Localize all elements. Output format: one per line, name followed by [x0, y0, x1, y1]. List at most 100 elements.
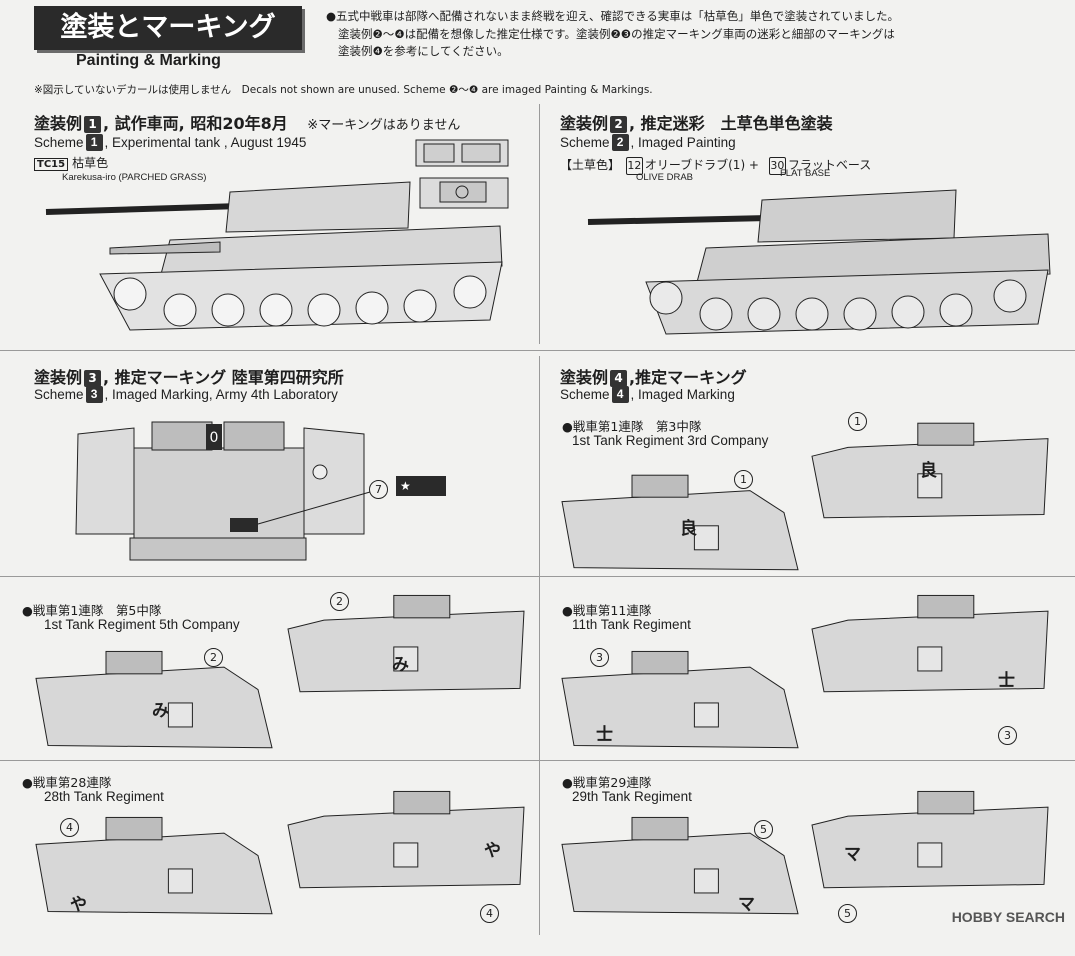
scheme1-number: 1	[84, 116, 102, 133]
scheme1-top-view-illustration	[415, 139, 509, 209]
scheme1-paint-english: Karekusa-iro (PARCHED GRASS)	[62, 172, 207, 183]
turret-body	[35, 832, 273, 915]
paint-number: 30	[768, 157, 786, 175]
commander-cupola	[631, 650, 689, 675]
decal-callout: 3	[998, 726, 1017, 745]
pistol-port	[393, 646, 419, 672]
divider	[0, 350, 1075, 351]
note-line: ●五式中戦車は部隊へ配備されないまま終戦を迎え、確認できる実車は「枯草色」単色で…	[326, 9, 899, 23]
divider	[0, 576, 1075, 577]
watermark: HOBBY SEARCH	[951, 909, 1065, 925]
commander-cupola	[917, 790, 975, 815]
commander-cupola	[631, 474, 689, 498]
note-line: 塗装例❷～❹は配備を想像した推定仕様です。塗装例❷❸の推定マーキング車両の迷彩と…	[338, 26, 895, 41]
paint-english-flat: FLAT BASE	[780, 168, 831, 179]
note-line: 塗装例❹を参考にしてください。	[338, 44, 509, 58]
decal-callout: 4	[60, 818, 79, 837]
commander-cupola	[105, 650, 163, 675]
pistol-port	[917, 646, 943, 672]
commander-cupola	[917, 594, 975, 619]
commander-cupola	[631, 816, 689, 841]
callout-7: 7	[369, 480, 388, 499]
commander-cupola	[105, 816, 163, 841]
scheme1-remark: ※マーキングはありません	[307, 118, 461, 133]
scheme2-tank-side-illustration	[587, 189, 1051, 335]
turret-illustration	[35, 816, 273, 915]
turret-illustration	[561, 816, 799, 915]
decal-note: ※図示していないデカールは使用しません Decals not shown are…	[34, 84, 653, 96]
decal-callout: 4	[480, 904, 499, 923]
scheme3-tank-rear-illustration: 0	[75, 421, 371, 561]
header-notes: ●五式中戦車は部隊へ配備されないまま終戦を迎え、確認できる実車は「枯草色」単色で…	[326, 8, 1046, 61]
group-english: 11th Tank Regiment	[572, 617, 691, 632]
group-heading: ●戦車第1連隊 第3中隊	[562, 419, 702, 434]
turret-illustration	[811, 422, 1049, 519]
group-heading: ●戦車第1連隊 第5中隊	[22, 603, 162, 618]
pistol-port	[167, 868, 193, 894]
page-title: 塗装とマーキング	[34, 6, 302, 50]
unit-marking: み	[392, 655, 409, 675]
group-english: 28th Tank Regiment	[44, 789, 164, 804]
unit-marking: 良	[680, 519, 697, 539]
rear-plate-digit: 0	[210, 430, 219, 446]
scheme1-tank-side-illustration	[45, 181, 503, 331]
pistol-port	[393, 842, 419, 868]
group-heading: ●戦車第28連隊	[22, 775, 112, 790]
group-english: 1st Tank Regiment 5th Company	[44, 617, 240, 632]
pistol-port	[917, 473, 943, 499]
decal-callout: 1	[848, 412, 867, 431]
commander-cupola	[393, 790, 451, 815]
paint-number: 12	[625, 157, 643, 175]
group-english: 1st Tank Regiment 3rd Company	[572, 433, 769, 448]
turret-illustration	[561, 650, 799, 749]
unit-marking: 士	[998, 671, 1015, 691]
page-subtitle: Painting & Marking	[76, 52, 221, 69]
commander-cupola	[393, 594, 451, 619]
group-heading: ●戦車第11連隊	[562, 603, 652, 618]
paint-code-badge: TC15	[34, 158, 69, 171]
turret-body	[561, 666, 799, 749]
commander-cupola	[917, 422, 975, 446]
turret-body	[35, 666, 273, 749]
unit-marking: マ	[844, 845, 861, 865]
turret-illustration	[35, 650, 273, 749]
unit-marking: や	[70, 895, 87, 915]
turret-illustration	[287, 790, 525, 889]
pistol-port	[167, 702, 193, 728]
unit-marking: マ	[738, 895, 755, 915]
divider	[539, 104, 540, 344]
pistol-port	[917, 842, 943, 868]
decal-callout: 2	[330, 592, 349, 611]
flag-decal: ★	[396, 476, 446, 496]
decal-callout: 2	[204, 648, 223, 667]
turret-illustration	[811, 594, 1049, 693]
unit-marking: 士	[596, 725, 613, 745]
decal-callout: 1	[734, 470, 753, 489]
paint-english-olive: OLIVE DRAB	[636, 172, 694, 183]
unit-marking: 良	[920, 461, 937, 481]
turret-body	[561, 490, 799, 571]
decal-callout: 3	[590, 648, 609, 667]
group-heading: ●戦車第29連隊	[562, 775, 652, 790]
pistol-port	[693, 702, 719, 728]
turret-body	[561, 832, 799, 915]
pistol-port	[693, 525, 719, 551]
turret-illustration	[561, 474, 799, 571]
group-english: 29th Tank Regiment	[572, 789, 692, 804]
divider	[539, 356, 540, 935]
unit-marking: み	[152, 701, 169, 721]
turret-illustration	[287, 594, 525, 693]
decal-callout: 5	[754, 820, 773, 839]
turret-illustration	[811, 790, 1049, 889]
divider	[0, 760, 1075, 761]
pistol-port	[693, 868, 719, 894]
